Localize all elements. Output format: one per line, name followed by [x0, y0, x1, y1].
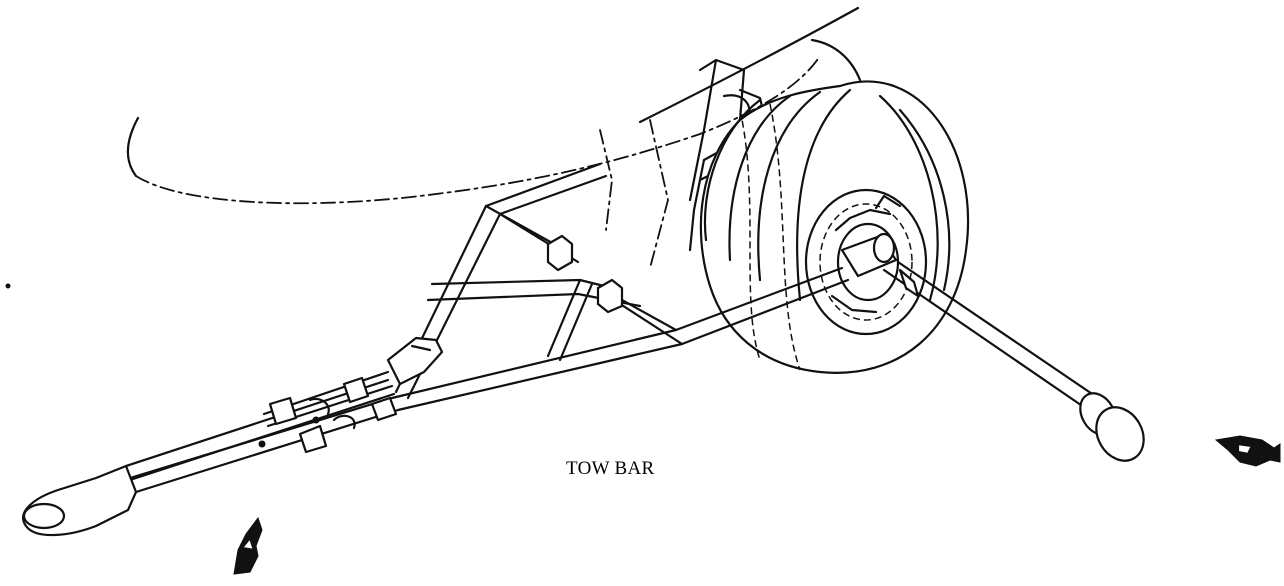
tow-bar-handle — [22, 336, 444, 537]
main-wheel — [699, 80, 970, 374]
pointing-finger-icon — [1214, 435, 1281, 467]
stray-dot — [5, 283, 11, 289]
axle-pin-rod — [840, 232, 1145, 462]
tow-bar-frame — [128, 162, 850, 494]
figure-caption: TOW BAR — [566, 458, 655, 479]
pointing-hand-icon — [233, 516, 263, 575]
